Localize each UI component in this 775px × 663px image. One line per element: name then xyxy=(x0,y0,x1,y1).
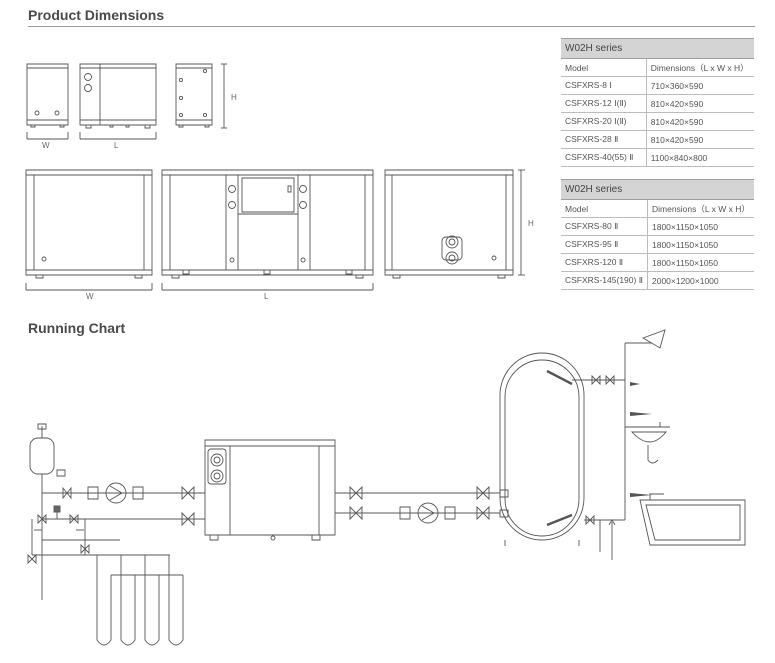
small-unit-front-view xyxy=(80,64,156,128)
model-cell: CSFXRS-95 Ⅱ xyxy=(561,235,648,254)
col-header-dimensions: Dimensions（L x W x H） xyxy=(646,58,754,77)
model-cell: CSFXRS-40(55) Ⅱ xyxy=(561,148,647,167)
height-label-large: H xyxy=(528,219,534,228)
table-row: CSFXRS-20 Ⅰ(Ⅱ)810×420×590 xyxy=(561,112,754,131)
col-header-model: Model xyxy=(561,58,647,77)
hot-water-storage-tank xyxy=(500,353,584,546)
shower-head-icon xyxy=(625,330,665,348)
dimension-table-1: W02H series Model Dimensions（L x W x H） … xyxy=(561,38,754,167)
running-chart-heading: Running Chart xyxy=(28,320,126,336)
dimensions-cell: 1800×1150×1050 xyxy=(647,235,754,254)
table-title: W02H series xyxy=(561,179,754,200)
expansion-tank xyxy=(30,424,65,600)
table-header-row: Model Dimensions（L x W x H） xyxy=(561,199,754,218)
large-unit-front-view xyxy=(162,170,373,278)
width-label: W xyxy=(42,141,50,150)
dimension-drawings xyxy=(0,0,560,300)
model-cell: CSFXRS-20 Ⅰ(Ⅱ) xyxy=(561,112,647,131)
valve-icon xyxy=(63,488,71,498)
height-label: H xyxy=(231,93,237,102)
circulation-pump-left xyxy=(88,483,143,503)
dimension-table-2: W02H series Model Dimensions（L x W x H） … xyxy=(561,179,754,290)
valve-icon xyxy=(182,513,194,525)
model-cell: CSFXRS-120 Ⅱ xyxy=(561,253,648,272)
bathtub-icon xyxy=(640,494,745,545)
length-label: L xyxy=(114,141,119,150)
large-unit-side-view xyxy=(26,170,152,278)
dimensions-cell: 2000×1200×1000 xyxy=(647,271,754,290)
dimensions-cell: 1800×1150×1050 xyxy=(647,253,754,272)
valve-icon xyxy=(477,507,489,519)
model-cell: CSFXRS-80 Ⅱ xyxy=(561,217,648,236)
dimensions-cell: 1800×1150×1050 xyxy=(647,217,754,236)
length-label-large: L xyxy=(264,292,269,301)
dimensions-cell: 810×420×590 xyxy=(646,112,754,131)
product-dimensions-heading: Product Dimensions xyxy=(28,7,165,23)
section-divider xyxy=(28,26,755,27)
dimensions-cell: 810×420×590 xyxy=(646,130,754,149)
width-label-large: W xyxy=(86,292,94,301)
circulation-pump-right xyxy=(400,503,455,523)
model-cell: CSFXRS-12 Ⅰ(Ⅱ) xyxy=(561,94,647,113)
small-unit-back-view xyxy=(176,64,212,127)
small-unit-side-view xyxy=(27,64,68,127)
col-header-model: Model xyxy=(561,199,648,218)
col-header-dimensions: Dimensions（L x W x H） xyxy=(647,199,754,218)
valve-icon xyxy=(350,507,362,519)
table-row: CSFXRS-12 Ⅰ(Ⅱ)810×420×590 xyxy=(561,94,754,113)
valve-icon xyxy=(350,487,362,499)
table-header-row: Model Dimensions（L x W x H） xyxy=(561,58,754,77)
heat-pump-unit xyxy=(205,440,335,540)
table-title: W02H series xyxy=(561,38,754,59)
wash-basin-icon xyxy=(625,422,670,463)
model-cell: CSFXRS-28 Ⅱ xyxy=(561,130,647,149)
valve-icon xyxy=(477,487,489,499)
dimensions-cell: 710×360×590 xyxy=(646,76,754,95)
model-cell: CSFXRS-145(190) Ⅱ xyxy=(561,271,648,290)
ground-heat-exchanger xyxy=(97,555,183,645)
model-cell: CSFXRS-8 Ⅰ xyxy=(561,76,647,95)
valve-icon xyxy=(182,487,194,499)
large-unit-back-view xyxy=(385,170,513,278)
dimensions-cell: 810×420×590 xyxy=(646,94,754,113)
dimensions-cell: 1100×840×800 xyxy=(646,148,754,167)
